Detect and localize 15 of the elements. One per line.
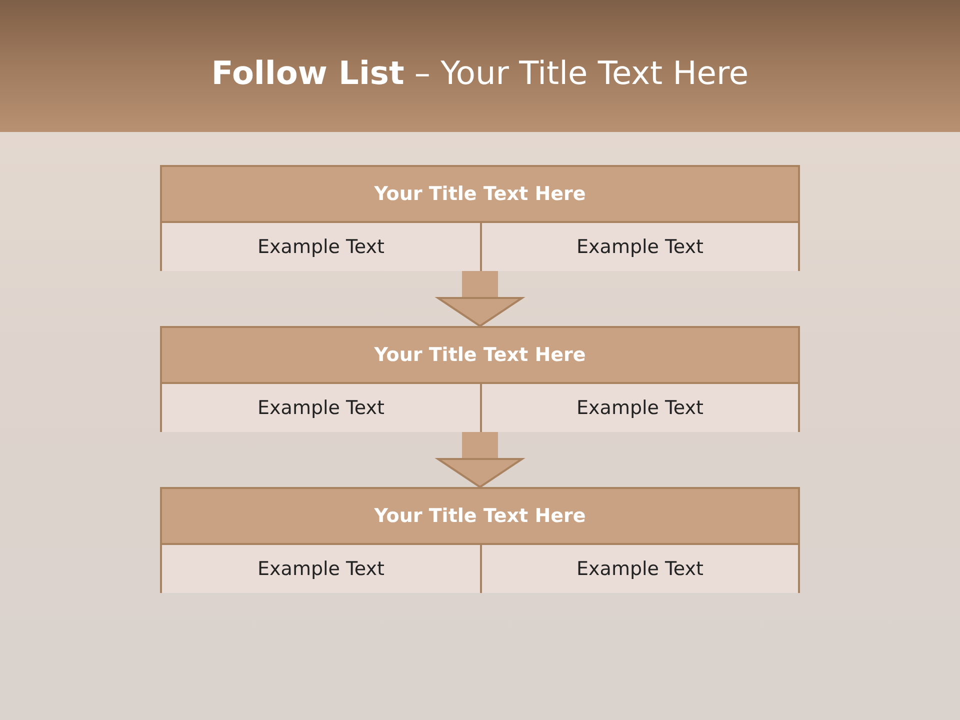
down-arrow — [437, 432, 523, 488]
list-panel — [160, 487, 800, 593]
text-cell: Example Text — [482, 223, 798, 271]
text-cell: Example Text — [162, 545, 482, 593]
panel-heading: Your Title Text Here — [162, 167, 798, 223]
text-cell: Example Text — [482, 384, 798, 432]
text-cell: Example Text — [162, 223, 482, 271]
list-panel — [160, 326, 800, 432]
text-cell: Example Text — [162, 384, 482, 432]
slide-title: Follow List – Your Title Text Here — [210, 54, 750, 92]
panel-heading: Your Title Text Here — [162, 489, 798, 545]
panel-heading: Your Title Text Here — [162, 328, 798, 384]
list-panel — [160, 165, 800, 271]
down-arrow — [437, 271, 523, 327]
text-cell: Example Text — [482, 545, 798, 593]
